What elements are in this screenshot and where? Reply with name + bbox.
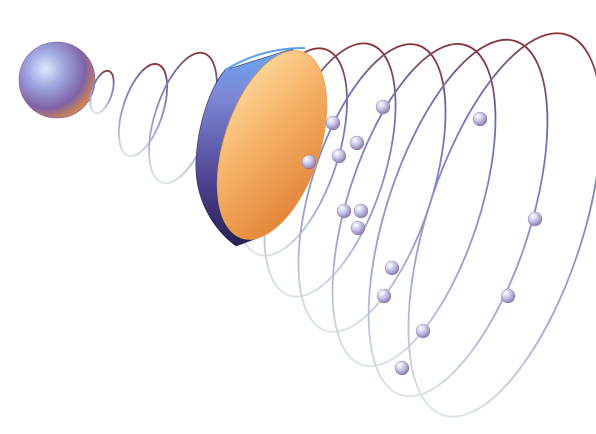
cylinder-disc	[196, 37, 348, 253]
small-sphere	[501, 289, 515, 303]
small-sphere	[528, 212, 542, 226]
ring	[109, 58, 177, 162]
small-sphere	[351, 221, 365, 235]
ring-group	[86, 11, 596, 434]
small-sphere	[416, 324, 430, 338]
small-sphere	[473, 112, 487, 126]
small-sphere	[395, 361, 409, 375]
large-sphere	[19, 42, 95, 118]
small-sphere	[350, 136, 364, 150]
small-sphere	[302, 155, 316, 169]
small-sphere	[377, 289, 391, 303]
small-sphere	[385, 261, 399, 275]
small-sphere	[337, 204, 351, 218]
small-sphere	[332, 149, 346, 163]
small-sphere	[376, 100, 390, 114]
small-sphere	[354, 204, 368, 218]
small-sphere	[326, 116, 340, 130]
